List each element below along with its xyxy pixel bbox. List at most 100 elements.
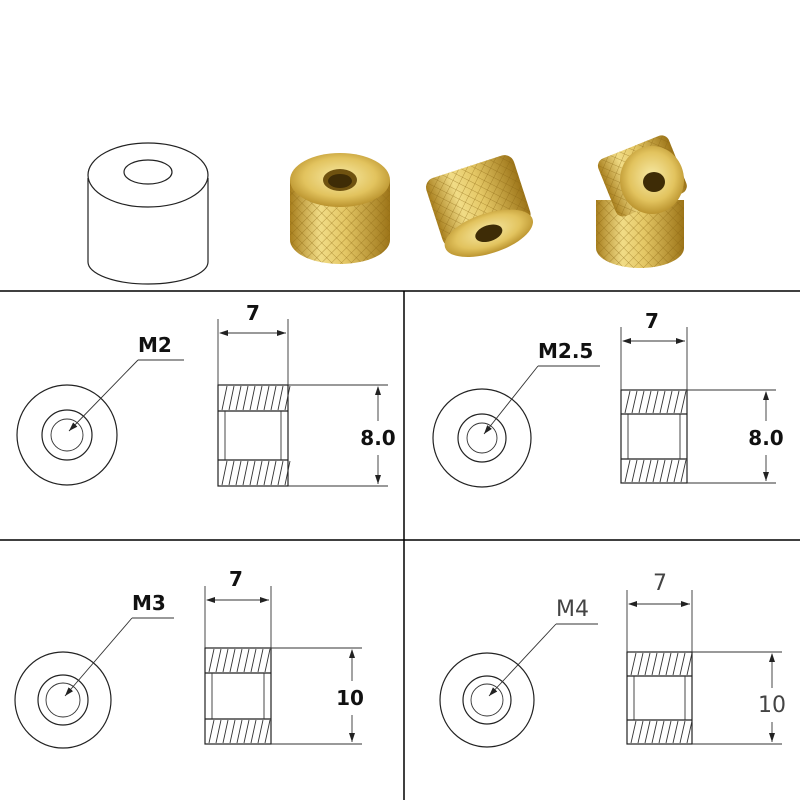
- knurl-hatch: [659, 390, 666, 414]
- height-label: 8.0: [360, 426, 395, 450]
- knurl-hatch: [666, 459, 673, 483]
- knurl-hatch: [235, 460, 242, 486]
- thread-size-label: M2: [138, 333, 172, 357]
- knurl-hatch: [686, 652, 693, 676]
- knurled-nut-sketch: [87, 142, 209, 285]
- outer-circle: [432, 388, 532, 488]
- knurl-hatch: [229, 719, 236, 744]
- knurl-hatch: [263, 385, 270, 411]
- knurl-hatch: [624, 390, 631, 414]
- knurl-hatch: [631, 459, 638, 483]
- knurl-hatch: [221, 385, 228, 411]
- brass-nut-front: [290, 153, 390, 264]
- knurl-hatch: [270, 460, 277, 486]
- thread-leader: [64, 617, 133, 697]
- knurl-hatch: [680, 390, 687, 414]
- knurl-hatch: [637, 652, 644, 676]
- knurl-hatch: [243, 648, 250, 673]
- knurl-hatch: [679, 720, 686, 744]
- width-label: 7: [645, 309, 659, 333]
- height-label: 10: [758, 693, 786, 718]
- knurl-hatch: [673, 459, 680, 483]
- width-label: 7: [246, 301, 260, 325]
- knurl-hatch: [673, 390, 680, 414]
- knurl-hatch: [257, 648, 264, 673]
- knurl-hatch: [277, 460, 284, 486]
- knurl-hatch: [284, 460, 291, 486]
- knurl-hatch: [645, 459, 652, 483]
- knurl-hatch: [250, 648, 257, 673]
- side-view-body: [620, 389, 688, 484]
- inner-circle: [462, 675, 512, 725]
- knurl-hatch: [631, 390, 638, 414]
- knurl-hatch: [630, 652, 637, 676]
- knurl-hatch: [630, 720, 637, 744]
- knurl-hatch: [672, 720, 679, 744]
- side-view-body: [204, 647, 272, 745]
- knurl-hatch: [665, 720, 672, 744]
- outer-circle: [16, 384, 118, 486]
- knurl-hatch: [277, 385, 284, 411]
- width-label: 7: [229, 567, 243, 591]
- thread-leader: [488, 623, 557, 697]
- height-label: 8.0: [748, 426, 783, 450]
- knurl-hatch: [222, 648, 229, 673]
- knurl-hatch: [652, 459, 659, 483]
- drawing-m2-5: M2.578.0: [432, 309, 784, 488]
- knurl-hatch: [215, 719, 222, 744]
- brass-nut-tilted: [426, 155, 533, 258]
- knurl-hatch: [284, 385, 291, 411]
- knurl-hatch: [658, 652, 665, 676]
- thread-hole: [45, 682, 81, 718]
- knurl-hatch: [644, 720, 651, 744]
- side-view-body: [217, 384, 289, 487]
- inner-circle: [41, 409, 93, 461]
- knurl-hatch: [215, 648, 222, 673]
- height-label: 10: [336, 686, 364, 710]
- knurl-hatch: [228, 385, 235, 411]
- knurl-hatch: [651, 652, 658, 676]
- knurl-hatch: [263, 460, 270, 486]
- knurl-hatch: [264, 648, 271, 673]
- thread-hole: [50, 418, 84, 452]
- knurl-hatch: [221, 460, 228, 486]
- knurl-hatch: [249, 385, 256, 411]
- knurl-hatch: [666, 390, 673, 414]
- knurl-hatch: [236, 719, 243, 744]
- inner-circle: [457, 413, 507, 463]
- outer-circle: [439, 652, 535, 748]
- brass-nut-stacked: [596, 135, 687, 268]
- knurl-hatch: [208, 719, 215, 744]
- outer-circle: [14, 651, 112, 749]
- side-view-body: [626, 651, 693, 745]
- inner-circle: [37, 674, 89, 726]
- knurl-hatch: [672, 652, 679, 676]
- knurl-hatch: [249, 460, 256, 486]
- knurl-hatch: [270, 385, 277, 411]
- knurl-hatch: [250, 719, 257, 744]
- knurl-hatch: [637, 720, 644, 744]
- knurl-hatch: [229, 648, 236, 673]
- width-label: 7: [653, 571, 667, 596]
- knurl-hatch: [679, 652, 686, 676]
- knurl-hatch: [645, 390, 652, 414]
- knurl-hatch: [652, 390, 659, 414]
- knurl-hatch: [680, 459, 687, 483]
- knurl-hatch: [651, 720, 658, 744]
- knurl-hatch: [638, 459, 645, 483]
- thread-leader: [68, 359, 139, 432]
- thread-size-label: M3: [132, 591, 166, 615]
- knurl-hatch: [257, 719, 264, 744]
- knurl-hatch: [243, 719, 250, 744]
- drawing-m4: M4 7 10: [439, 571, 786, 748]
- knurl-hatch: [264, 719, 271, 744]
- thread-hole: [466, 422, 498, 454]
- knurl-hatch: [256, 460, 263, 486]
- knurl-hatch: [665, 652, 672, 676]
- thread-size-label: M4: [556, 597, 589, 622]
- thread-hole: [470, 683, 504, 717]
- knurl-hatch: [638, 390, 645, 414]
- knurl-hatch: [242, 385, 249, 411]
